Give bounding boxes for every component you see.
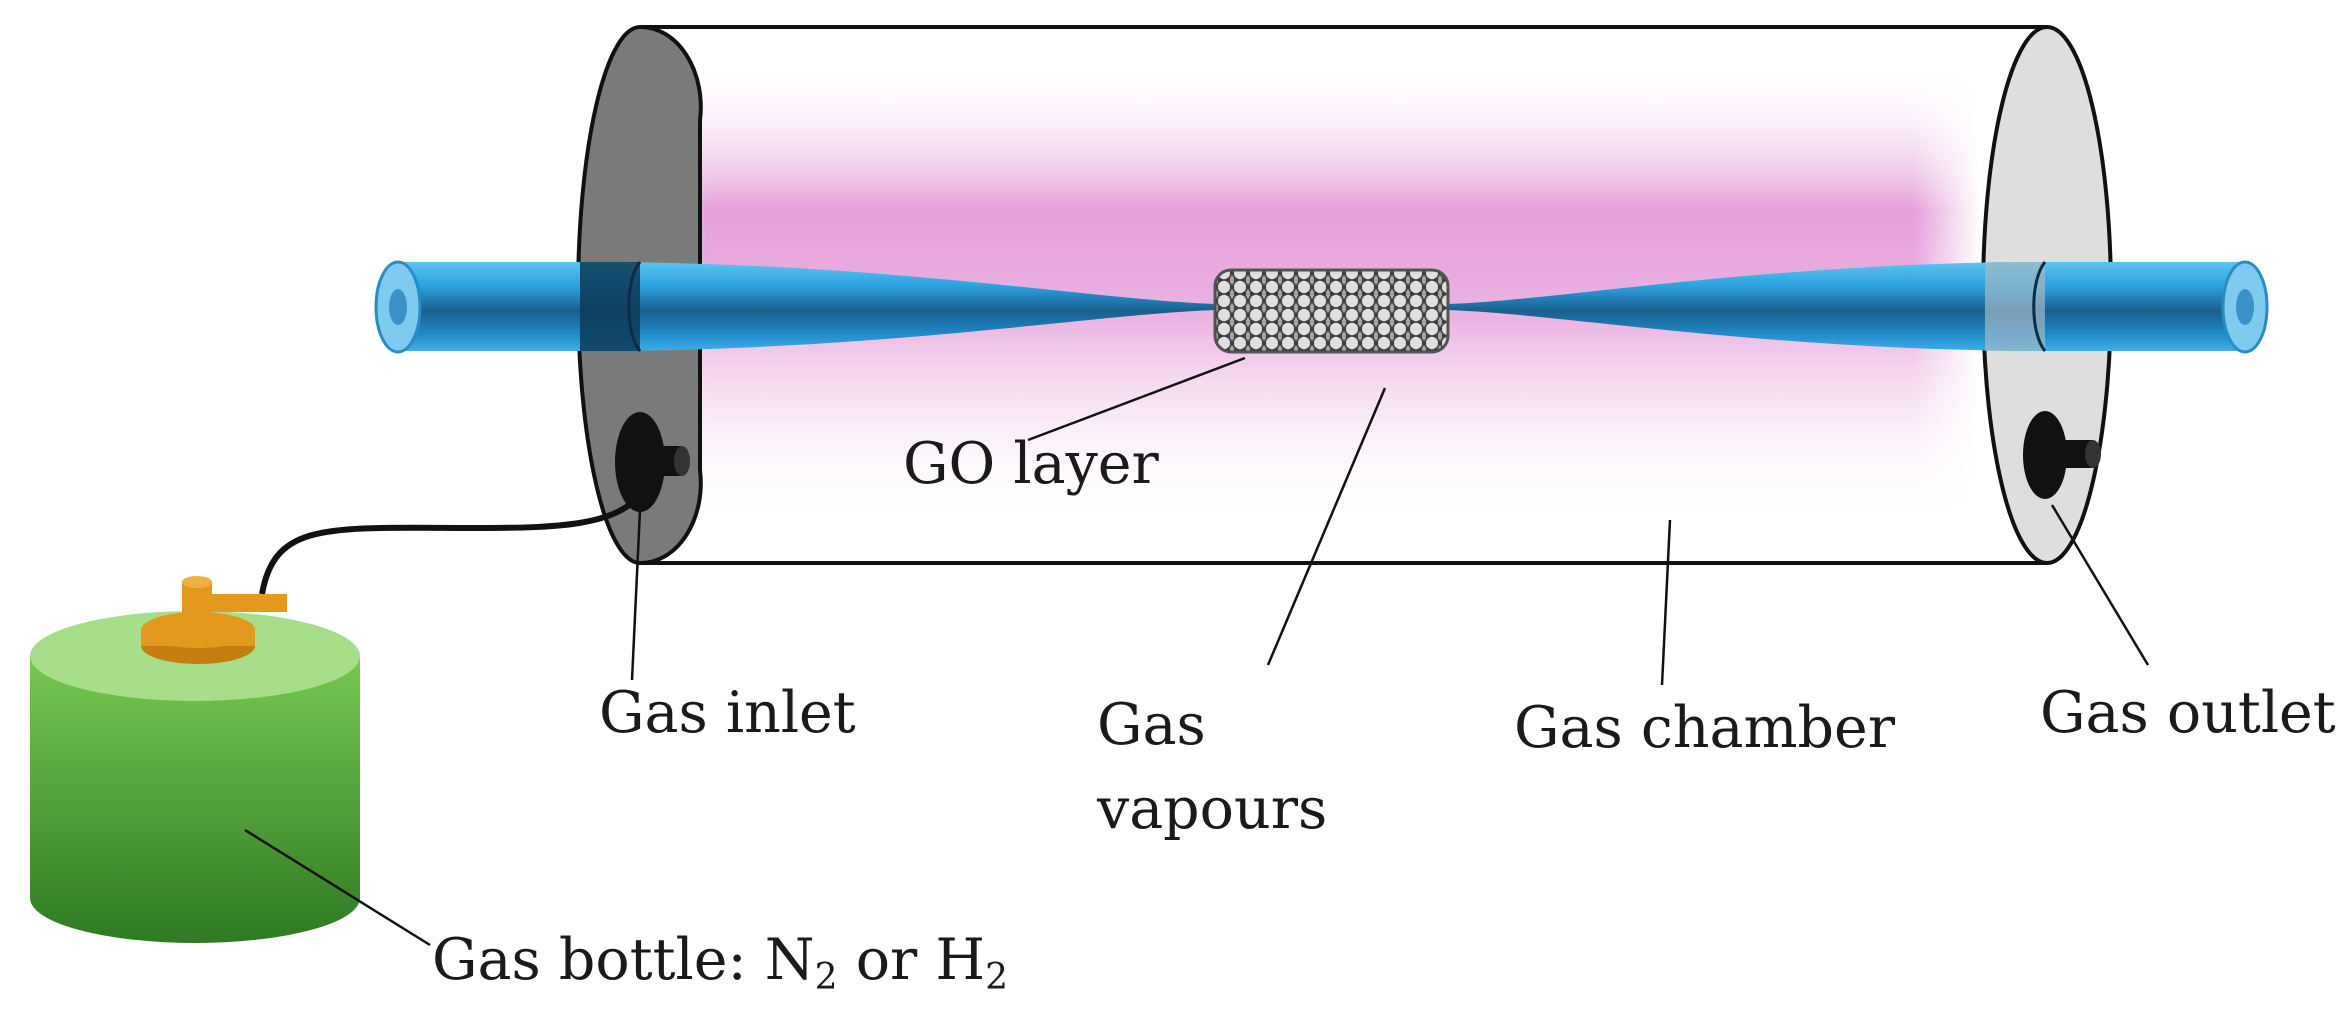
gas-vapours-leader (1266, 387, 1387, 666)
gas-vapours-line1: Gas (1097, 692, 1206, 758)
gas-chamber-leader (1660, 519, 1672, 686)
gas-bottle-label: Gas bottle: N2 or H2 (432, 932, 1008, 996)
gas-bottle-subscript-n: 2 (814, 957, 838, 998)
gas-supply-tube (259, 493, 643, 595)
gas-inlet-label: Gas inlet (599, 680, 856, 746)
go-layer-nanotube (1213, 268, 1450, 354)
optical-fiber (374, 260, 2269, 354)
gas-inlet-leader (630, 509, 642, 681)
gas-outlet-connector (2023, 411, 2101, 499)
gas-bottle (30, 576, 360, 943)
gas-vapours-line2: vapours (1097, 776, 1328, 842)
leader-lines (244, 356, 2150, 947)
gas-bottle-mid: or H (837, 927, 986, 993)
bottle-valve (141, 576, 287, 664)
go-layer-leader (1027, 356, 1246, 442)
gas-bottle-prefix: Gas bottle: N (432, 927, 815, 993)
gas-inlet-connector (615, 412, 690, 512)
go-layer-label: GO layer (903, 431, 1159, 497)
fiber-through-left-cap (580, 262, 640, 351)
gas-outlet-label: Gas outlet (2040, 680, 2336, 746)
fiber-right-section (1448, 262, 2245, 351)
gas-vapours-label: Gas vapours (1097, 683, 1327, 851)
gas-bottle-subscript-h: 2 (985, 957, 1008, 998)
fiber-through-right-cap (1985, 262, 2045, 351)
gas-chamber-label: Gas chamber (1514, 695, 1896, 761)
gas-bottle-leader (244, 828, 431, 947)
gas-outlet-leader (2050, 504, 2150, 666)
